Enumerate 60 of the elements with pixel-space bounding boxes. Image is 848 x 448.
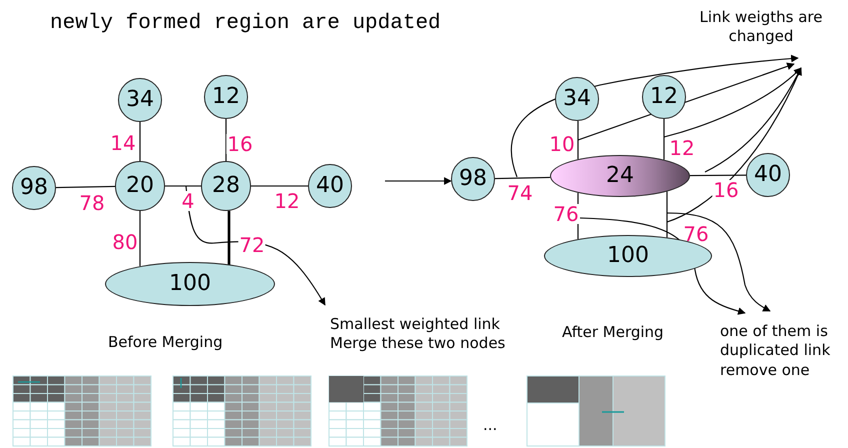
region-circle [451,157,495,201]
edge-weight: 12 [668,138,696,158]
annotation-text: Smallest weighted link [330,314,500,334]
region-circle [204,75,248,119]
node-number: 20 [126,175,154,197]
edge-weight: 74 [506,183,534,203]
link-line [165,185,201,187]
node-number: 34 [563,88,591,110]
edge-weight: 10 [548,134,576,154]
edge-weight: 16 [226,134,254,154]
caption-text: After Merging [562,323,664,341]
link-line [663,119,665,160]
annotation-text: Link weigths are changed [698,4,824,50]
node-number: 40 [316,175,344,197]
link-line [139,122,141,161]
edge-weight: 16 [712,180,740,200]
node-number: 24 [606,165,634,187]
edge-weight: 76 [552,204,580,224]
node-number: 12 [650,86,678,108]
region-circle [555,77,599,121]
edge-weight: 14 [109,133,137,153]
link-line [225,119,227,161]
annotation-text: one of them is duplicated link remove one [720,320,846,382]
annotation-text: Merge these two nodes [330,334,506,354]
link-line [139,211,141,266]
link-line [577,120,579,160]
node-number: 34 [126,89,154,111]
node-number: 100 [169,273,211,295]
edge-weight: 78 [78,193,106,213]
node-number: 12 [212,86,240,108]
node-number: 100 [607,245,649,267]
region-circle [115,161,165,211]
node-number: 28 [212,175,240,197]
link-line [56,186,116,188]
diagram-title: newly formed region are updated [50,12,441,35]
region-circle [746,153,790,197]
leader-arrow [664,67,802,138]
edge-weight: 72 [238,235,266,255]
region-circle [642,75,686,119]
leader-arrow [666,67,802,223]
leader-arrow [666,212,771,312]
edge-weight: 80 [111,232,139,252]
ellipsis-text: ... [483,416,498,434]
node-number: 98 [20,177,48,199]
region-circle [118,78,162,122]
region-circle [12,166,56,210]
link-line [251,185,308,187]
region-circle [308,164,352,208]
link-line [228,210,230,264]
leader-arrow [385,177,452,185]
link-line [494,176,550,180]
edge-weight: 12 [273,191,301,211]
leader-arrow [704,67,802,172]
edge-weight: 4 [180,191,196,211]
link-line [666,192,668,238]
node-number: 98 [459,168,487,190]
link-line [690,174,746,176]
node-number: 40 [754,164,782,186]
region-circle [201,161,251,211]
caption-text: Before Merging [108,333,223,351]
